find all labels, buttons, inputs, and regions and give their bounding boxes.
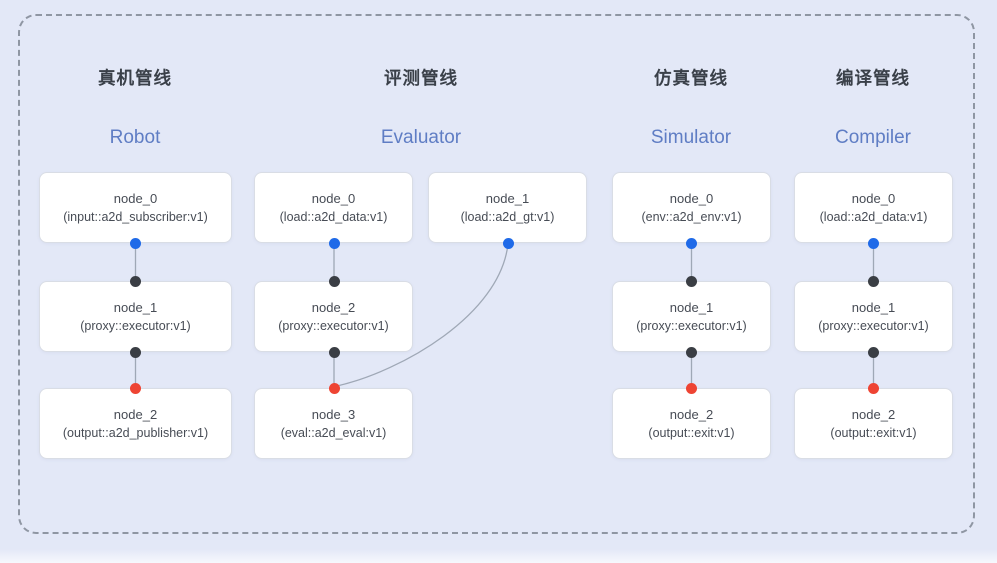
port-source-dot [328, 237, 340, 249]
pipeline-title-en-evaluator: Evaluator [380, 127, 462, 148]
pipeline-title-zh-compiler: 编译管线 [836, 68, 910, 88]
node-name: node_1 [113, 299, 158, 315]
port-input-dot [686, 275, 697, 287]
port-output-dot [328, 346, 340, 358]
port-output-dot [130, 346, 141, 358]
pipeline-title-en-simulator: Simulator [650, 127, 732, 148]
port-input-dot [130, 275, 141, 287]
node-name: node_1 [485, 190, 530, 206]
node-name: node_2 [113, 406, 158, 422]
node-type: (env::a2d_env:v1) [641, 209, 742, 224]
simulator-node-0: node_0 (env::a2d_env:v1) [612, 172, 771, 243]
port-sink-dot [328, 382, 340, 394]
node-type: (load::a2d_data:v1) [819, 209, 928, 224]
node-name: node_3 [311, 406, 356, 422]
evaluator-node-3: node_3 (eval::a2d_eval:v1) [254, 388, 413, 459]
port-input-dot [328, 275, 340, 287]
node-name: node_0 [113, 190, 158, 206]
port-sink-dot [868, 382, 879, 394]
pipeline-title-zh-simulator: 仿真管线 [654, 68, 728, 88]
node-name: node_1 [669, 299, 714, 315]
node-name: node_2 [851, 406, 896, 422]
node-name: node_0 [311, 190, 356, 206]
port-input-dot [868, 275, 879, 287]
node-name: node_0 [851, 190, 896, 206]
node-name: node_2 [311, 299, 356, 315]
robot-node-2: node_2 (output::a2d_publisher:v1) [39, 388, 232, 459]
node-name: node_1 [851, 299, 896, 315]
evaluator-node-2: node_2 (proxy::executor:v1) [254, 281, 413, 352]
simulator-node-2: node_2 (output::exit:v1) [612, 388, 771, 459]
evaluator-node-1: node_1 (load::a2d_gt:v1) [428, 172, 587, 243]
port-output-dot [686, 346, 697, 358]
node-type: (input::a2d_subscriber:v1) [63, 209, 208, 224]
compiler-node-1: node_1 (proxy::executor:v1) [794, 281, 953, 352]
pipeline-title-zh-evaluator: 评测管线 [384, 68, 458, 88]
robot-node-0: node_0 (input::a2d_subscriber:v1) [39, 172, 232, 243]
port-output-dot [868, 346, 879, 358]
node-type: (load::a2d_gt:v1) [460, 209, 555, 224]
port-sink-dot [130, 382, 141, 394]
node-type: (output::exit:v1) [648, 425, 735, 440]
pipeline-title-en-compiler: Compiler [834, 127, 912, 148]
port-source-dot [130, 237, 141, 249]
node-type: (eval::a2d_eval:v1) [280, 425, 387, 440]
pipeline-title-zh-robot: 真机管线 [98, 68, 172, 88]
compiler-node-0: node_0 (load::a2d_data:v1) [794, 172, 953, 243]
node-type: (output::a2d_publisher:v1) [62, 425, 209, 440]
node-type: (proxy::executor:v1) [278, 318, 389, 333]
node-type: (proxy::executor:v1) [80, 318, 191, 333]
port-sink-dot [686, 382, 697, 394]
port-source-dot [686, 237, 697, 249]
node-type: (output::exit:v1) [830, 425, 917, 440]
edge-eval-1-3-curve [336, 243, 509, 387]
pipeline-title-en-robot: Robot [109, 127, 161, 148]
compiler-node-2: node_2 (output::exit:v1) [794, 388, 953, 459]
robot-node-1: node_1 (proxy::executor:v1) [39, 281, 232, 352]
simulator-node-1: node_1 (proxy::executor:v1) [612, 281, 771, 352]
node-type: (load::a2d_data:v1) [279, 209, 388, 224]
evaluator-node-0: node_0 (load::a2d_data:v1) [254, 172, 413, 243]
node-type: (proxy::executor:v1) [636, 318, 747, 333]
node-type: (proxy::executor:v1) [818, 318, 929, 333]
port-source-dot [868, 237, 879, 249]
port-source-dot [502, 237, 514, 249]
node-name: node_2 [669, 406, 714, 422]
node-name: node_0 [669, 190, 714, 206]
